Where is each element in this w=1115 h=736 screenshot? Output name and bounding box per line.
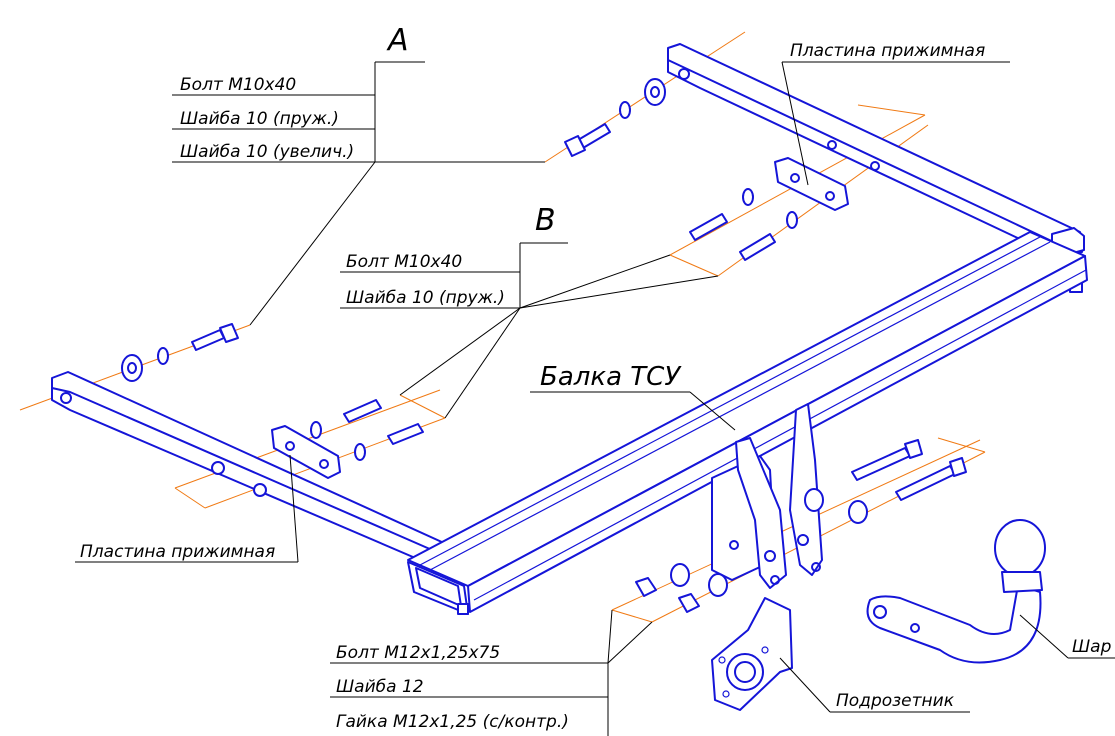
- clamp-plate-left: [271, 425, 341, 479]
- fastener-set-a-top: [564, 78, 666, 157]
- label-bottom-nut: Гайка М12х1,25 (с/контр.): [336, 712, 569, 732]
- hitch-bracket: [711, 403, 823, 589]
- fastener-set-b-left: [310, 399, 424, 461]
- socket-plate: [711, 597, 793, 711]
- label-ball: Шар: [1072, 637, 1112, 657]
- label-plate-top: Пластина прижимная: [790, 41, 985, 61]
- label-a-bolt: Болт М10х40: [180, 75, 296, 95]
- main-beam: [407, 231, 1088, 615]
- clamp-plate-top: [774, 157, 849, 211]
- tow-ball: [866, 519, 1046, 664]
- label-socket-plate: Подрозетник: [836, 691, 955, 711]
- fastener-set-a-left: [121, 323, 239, 382]
- label-b-washer-spring: Шайба 10 (пруж.): [346, 288, 505, 308]
- label-a-washer-spring: Шайба 10 (пруж.): [180, 109, 339, 129]
- fastener-set-b-top: [689, 188, 798, 261]
- label-bottom-bolt: Болт М12х1,25х75: [336, 643, 500, 663]
- label-a-washer-large: Шайба 10 (увелич.): [180, 142, 354, 162]
- callout-b: B: [535, 203, 556, 238]
- leader-lines: [75, 61, 1115, 736]
- label-bottom-washer: Шайба 12: [336, 677, 424, 697]
- label-b-bolt: Болт М10х40: [346, 252, 462, 272]
- label-plate-left: Пластина прижимная: [80, 542, 275, 562]
- callout-a: A: [386, 23, 409, 58]
- label-beam: Балка ТСУ: [540, 362, 682, 392]
- fastener-set-bottom: [635, 439, 967, 613]
